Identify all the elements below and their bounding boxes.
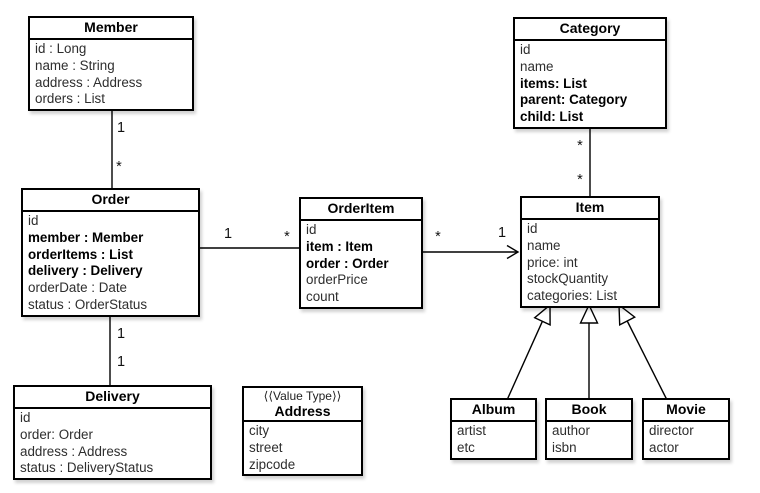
- class-box-orderitem: OrderItem id item : Item order : Order o…: [299, 197, 423, 309]
- inheritance-triangle-icon: [579, 303, 599, 324]
- class-attribute: item : Item: [306, 238, 373, 254]
- multiplicity-label: 1: [223, 226, 233, 242]
- attribute-compartment: city street zipcode: [244, 422, 361, 474]
- class-attribute: isbn: [552, 439, 577, 455]
- attribute-compartment: author isbn: [547, 422, 631, 458]
- class-attribute: actor: [649, 439, 679, 455]
- class-attribute: status : OrderStatus: [28, 296, 148, 312]
- class-attribute: artist: [457, 423, 487, 438]
- class-box-delivery: Delivery id order: Order address : Addre…: [13, 385, 212, 481]
- class-attribute: director: [649, 423, 694, 438]
- class-title: OrderItem: [301, 199, 421, 221]
- inheritance-triangle-icon: [533, 303, 551, 327]
- class-attribute: address : Address: [20, 443, 128, 459]
- class-attribute: id: [306, 222, 317, 237]
- class-box-address: ⟨⟨Value Type⟩⟩ Address city street zipco…: [242, 386, 363, 477]
- class-attribute: name: [520, 58, 554, 74]
- class-attribute: id: [520, 42, 531, 57]
- class-attribute: id: [527, 221, 538, 236]
- open-arrowhead-icon: [506, 244, 520, 260]
- class-box-member: Member id : Long name : String address :…: [28, 16, 194, 112]
- attribute-compartment: id order: Order address : Address status…: [15, 409, 210, 478]
- inheritance-triangle-icon: [618, 303, 636, 327]
- multiplicity-label: *: [435, 229, 441, 245]
- class-attribute: categories: List: [527, 288, 618, 304]
- multiplicity-label: *: [577, 138, 583, 154]
- class-attribute: etc: [457, 439, 475, 455]
- class-attribute: name : String: [35, 57, 115, 73]
- class-attribute: orderItems : List: [28, 246, 133, 262]
- class-title: Movie: [644, 400, 728, 422]
- class-attribute: child: List: [520, 109, 584, 125]
- class-attribute: delivery : Delivery: [28, 263, 143, 279]
- class-attribute: order : Order: [306, 255, 389, 271]
- attribute-compartment: id name price: int stockQuantity categor…: [522, 220, 658, 306]
- class-attribute: stockQuantity: [527, 271, 609, 287]
- class-attribute: orders : List: [35, 91, 105, 107]
- class-box-album: Album artist etc: [450, 398, 537, 460]
- class-title: Address: [274, 403, 331, 419]
- attribute-compartment: director actor: [644, 422, 728, 458]
- class-box-movie: Movie director actor: [642, 398, 730, 460]
- multiplicity-label: 1: [116, 120, 126, 136]
- multiplicity-label: *: [577, 172, 583, 188]
- class-attribute: id: [28, 213, 39, 228]
- attribute-compartment: id : Long name : String address : Addres…: [30, 40, 192, 109]
- multiplicity-label: 1: [497, 225, 507, 241]
- class-attribute: orderPrice: [306, 272, 368, 288]
- class-attribute: name: [527, 237, 561, 253]
- class-attribute: member : Member: [28, 229, 144, 245]
- class-attribute: parent: Category: [520, 92, 628, 108]
- multiplicity-label: *: [116, 159, 122, 175]
- class-box-category: Category id name items: List parent: Cat…: [513, 17, 667, 129]
- class-title: Order: [23, 190, 198, 212]
- class-attribute: author: [552, 423, 590, 438]
- class-attribute: order: Order: [20, 426, 93, 442]
- attribute-compartment: id item : Item order : Order orderPrice …: [301, 221, 421, 307]
- multiplicity-label: *: [284, 229, 290, 245]
- class-attribute: orderDate : Date: [28, 280, 127, 296]
- attribute-compartment: id name items: List parent: Category chi…: [515, 41, 665, 127]
- class-attribute: status : DeliveryStatus: [20, 460, 154, 476]
- class-attribute: count: [306, 289, 339, 305]
- class-attribute: street: [249, 439, 283, 455]
- class-attribute: id: [20, 410, 31, 425]
- multiplicity-label: 1: [116, 326, 126, 342]
- class-attribute: city: [249, 423, 270, 438]
- attribute-compartment: id member : Member orderItems : List del…: [23, 212, 198, 315]
- class-box-book: Book author isbn: [545, 398, 633, 460]
- class-box-item: Item id name price: int stockQuantity ca…: [520, 196, 660, 308]
- class-attribute: id : Long: [35, 41, 87, 56]
- attribute-compartment: artist etc: [452, 422, 535, 458]
- class-box-order: Order id member : Member orderItems : Li…: [21, 188, 200, 317]
- class-title: Category: [515, 19, 665, 41]
- class-attribute: zipcode: [249, 456, 296, 472]
- class-attribute: address : Address: [35, 74, 143, 90]
- class-title: Member: [30, 18, 192, 40]
- generalization-movie-item: [626, 320, 668, 401]
- class-title: Item: [522, 198, 658, 220]
- class-title: Delivery: [15, 387, 210, 409]
- class-header: ⟨⟨Value Type⟩⟩ Address: [244, 388, 361, 422]
- generalization-album-item: [506, 321, 544, 401]
- stereotype-label: ⟨⟨Value Type⟩⟩: [263, 389, 342, 403]
- class-title: Album: [452, 400, 535, 422]
- class-attribute: price: int: [527, 254, 578, 270]
- class-title: Book: [547, 400, 631, 422]
- class-attribute: items: List: [520, 75, 587, 91]
- multiplicity-label: 1: [116, 354, 126, 370]
